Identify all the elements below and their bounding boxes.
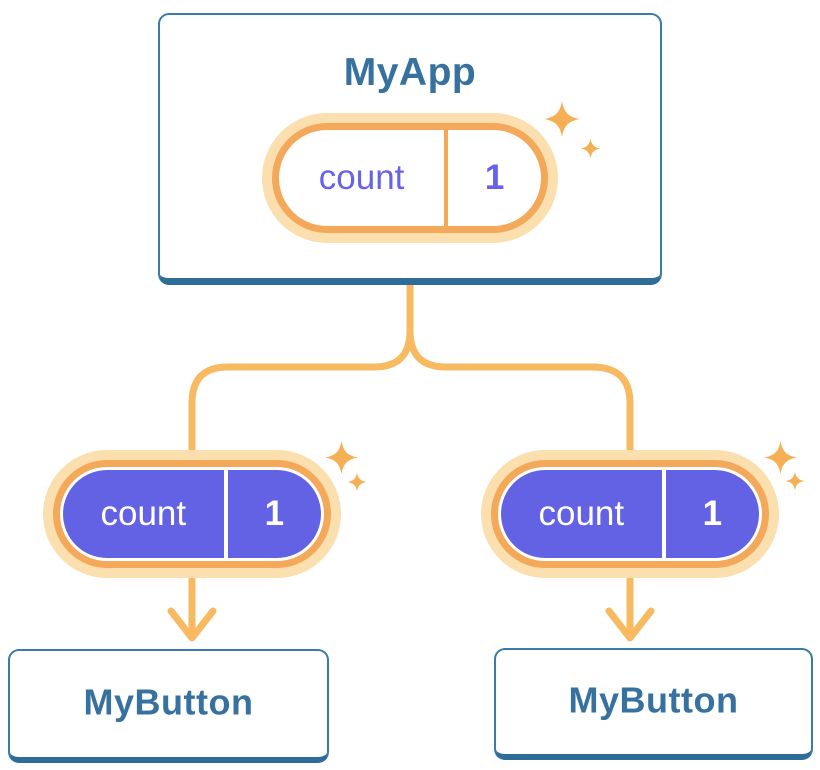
prop-pill-ring: count 1 — [53, 460, 331, 568]
prop-pill-fill: count 1 — [63, 470, 321, 558]
sparkle-icon — [347, 472, 367, 492]
component-card-left: MyButton — [8, 649, 329, 763]
arrow-left-icon — [167, 575, 217, 642]
prop-name: count — [538, 494, 625, 533]
sparkle-icon — [785, 471, 805, 491]
pill-divider — [661, 470, 666, 558]
state-pill-ring: count 1 — [272, 123, 548, 233]
prop-name: count — [100, 494, 187, 533]
state-name: count — [318, 158, 405, 197]
component-name-right: MyButton — [568, 679, 739, 721]
prop-pill-left: count 1 — [43, 450, 341, 578]
sparkle-icon — [580, 138, 601, 159]
prop-value: 1 — [264, 494, 285, 533]
pill-divider — [444, 130, 449, 226]
sparkle-icon — [543, 100, 581, 138]
prop-pill-right: count 1 — [481, 450, 779, 578]
state-value: 1 — [484, 158, 505, 197]
sparkle-icon — [763, 440, 798, 475]
sparkle-icon — [324, 440, 359, 475]
connector-branch-right — [406, 327, 634, 524]
component-card-right: MyButton — [494, 648, 813, 760]
connector-branch-left — [188, 327, 414, 524]
prop-value: 1 — [702, 494, 723, 533]
component-name-left: MyButton — [83, 681, 254, 723]
prop-pill-fill: count 1 — [501, 470, 759, 558]
pill-divider — [223, 470, 228, 558]
component-name-root: MyApp — [343, 51, 477, 94]
prop-pill-ring: count 1 — [491, 460, 769, 568]
arrow-right-icon — [605, 575, 655, 642]
state-pill-root: count 1 — [262, 113, 558, 243]
